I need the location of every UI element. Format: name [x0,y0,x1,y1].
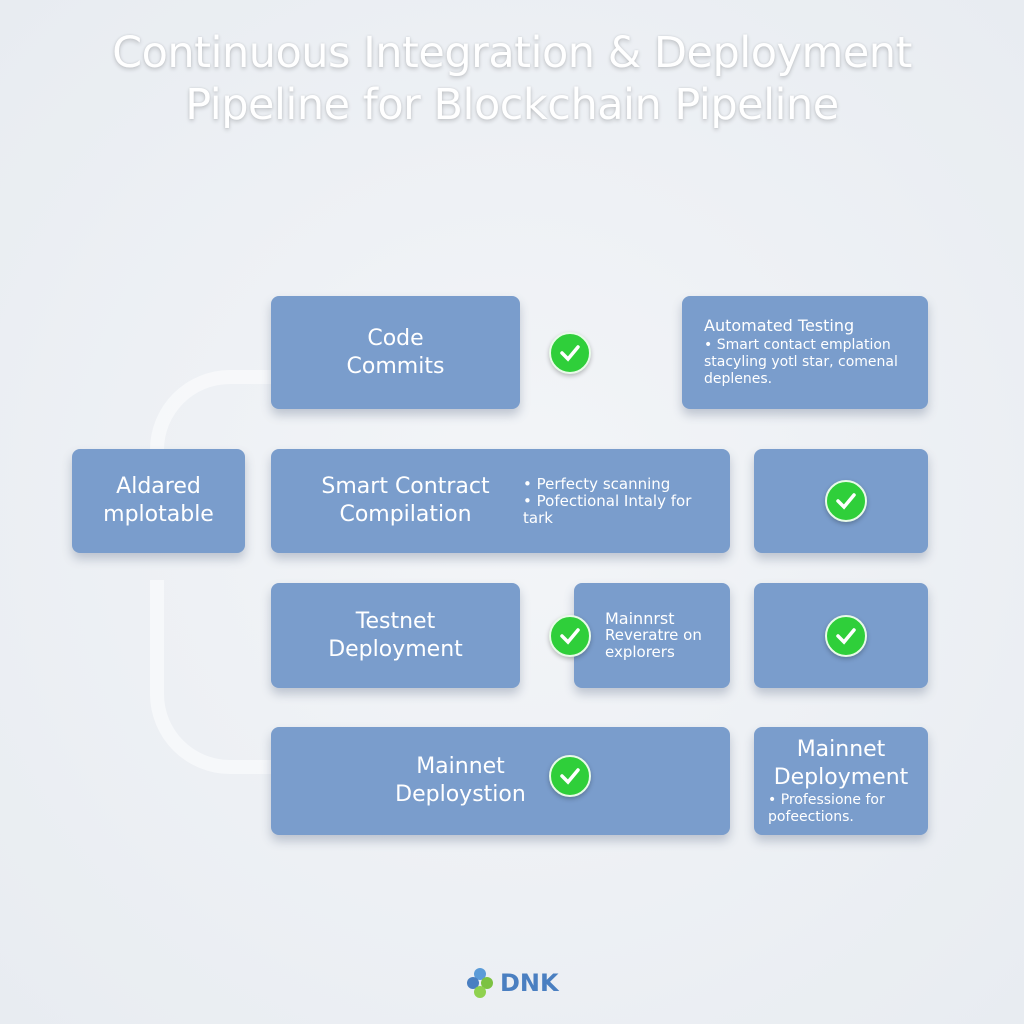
dnk-logo-icon [467,968,493,998]
aldared-box[interactable]: Aldared mplotable [72,449,245,553]
mainnet-deployment-box[interactable]: Mainnet Deployment • Professione for pof… [754,727,928,835]
bullet-text: Smart contact emplation stacyling yotl s… [704,337,898,387]
compilation-bullet: • Pofectional Intaly for tark [523,491,692,527]
compilation-bullet: • Perfecty scanning [523,474,671,493]
title-line-1: Continuous Integration & Deployment [112,28,912,78]
automated-testing-title: Automated Testing [704,316,855,335]
code-commits-box[interactable]: Code Commits [271,296,520,409]
mainnet-deploystion-box[interactable]: Mainnet Deploystion [271,727,730,835]
check-circle-icon [549,615,591,657]
bullet-text: Pofectional Intaly for tark [523,491,692,527]
aldared-label: Aldared mplotable [103,474,214,527]
check-circle-icon [549,755,591,797]
compilation-box[interactable]: Smart Contract Compilation • Perfecty sc… [271,449,730,553]
automated-testing-box[interactable]: Automated Testing • Smart contact emplat… [682,296,928,409]
testnet-label: Testnet Deployment [328,608,463,662]
mainnet-deployment-bullet: • Professione for pofeections. [768,792,885,825]
automated-testing-bullet: • Smart contact emplation stacyling yotl… [704,337,898,387]
loop-arrow-bottom [150,580,274,774]
logo-text: DNK [500,969,559,997]
check-circle-icon [825,615,867,657]
mainnrst-title: Mainnrst [605,609,675,628]
testnet-box[interactable]: Testnet Deployment [271,583,520,688]
mainnrst-text: Reveratre on explorers [605,626,702,661]
logo: DNK [466,967,559,999]
bullet-text: Professione for pofeections. [768,792,885,825]
title-line-2: Pipeline for Blockchain Pipeline [185,80,839,130]
bullet-text: Perfecty scanning [536,474,671,493]
check-circle-icon [549,332,591,374]
mainnet-deployment-title: Mainnet Deployment [773,737,909,790]
mainnet-deploystion-label: Mainnet Deploystion [395,754,526,807]
compilation-title: Smart Contract Compilation [321,474,490,527]
mainnrst-box[interactable]: Mainnrst Reveratre on explorers [574,583,730,688]
code-commits-label: Code Commits [346,325,445,379]
check-circle-icon [825,480,867,522]
